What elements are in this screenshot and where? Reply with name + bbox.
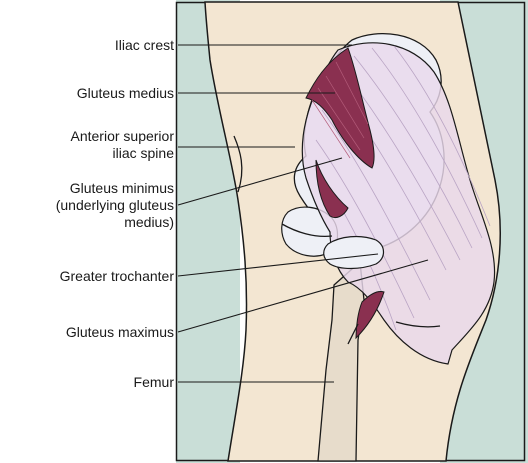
label-anterior-superior-iliac-spine: Anterior superior iliac spine [70,128,175,161]
gluteus-medius-fibres [311,61,369,159]
label-iliac-crest: Iliac crest [114,37,174,53]
label-gluteus-minimus: Gluteus minimus (underlying gluteus medi… [55,180,174,230]
leader-greater-trochanter [177,253,379,277]
leader-gluteus-maximus [177,259,429,333]
label-femur: Femur [133,374,174,390]
label-gluteus-maximus: Gluteus maximus [65,324,174,340]
contour-lines [233,135,441,345]
label-gluteus-medius: Gluteus medius [76,85,174,101]
label-greater-trochanter: Greater trochanter [59,268,174,284]
gluteus-minimus-muscle [315,159,349,219]
leader-lines [177,44,429,383]
leader-gluteus-minimus [177,157,343,206]
greater-trochanter-bone [323,235,385,270]
lower-muscle-sliver [355,291,385,340]
